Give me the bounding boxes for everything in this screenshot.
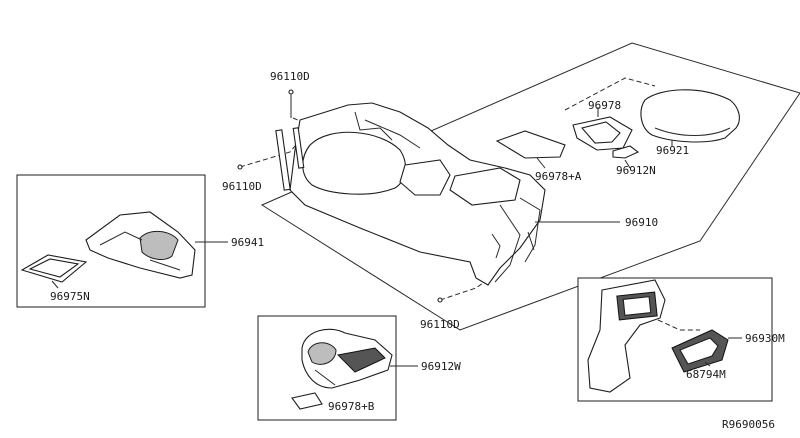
mat-a-leader [536, 157, 546, 169]
rear-vent-dash [657, 319, 700, 331]
ref-line-left [239, 139, 301, 168]
clip-left-marker [237, 164, 243, 170]
label-rear-panel: 96930M [745, 332, 785, 345]
clip-bottom-marker [437, 297, 443, 303]
clip-small-leader [624, 159, 631, 169]
label-lid-pad: 96978 [588, 99, 621, 112]
label-console-body: 96910 [625, 216, 658, 229]
label-mat-a: 96978+A [535, 170, 582, 183]
label-tray-mat: 96975N [50, 290, 90, 303]
label-clip-bottom: 96110D [420, 318, 460, 331]
armrest-lid [640, 89, 740, 143]
label-front-finisher: 96941 [231, 236, 264, 249]
label-clip-left: 96110D [222, 180, 262, 193]
tray-mat [20, 254, 88, 283]
cup-mat [291, 392, 323, 410]
label-rear-vent: 68794M [686, 368, 726, 381]
ref-line-armrest [564, 77, 656, 111]
label-clip-top: 96110D [270, 70, 310, 83]
mat-a [495, 130, 566, 159]
tray-mat-leader [51, 280, 59, 289]
label-cup-holder: 96912W [421, 360, 461, 373]
label-clip-small: 96912N [616, 164, 656, 177]
console-body [275, 102, 546, 286]
reference-code: R9690056 [722, 418, 775, 431]
clip-top-marker [288, 89, 294, 95]
rear-panel [587, 279, 666, 393]
rear-vent-leader [704, 361, 711, 367]
front-finisher [85, 211, 196, 279]
label-cup-mat: 96978+B [328, 400, 375, 413]
rear-vent [671, 329, 729, 373]
clip-small [612, 145, 640, 159]
assembly-boundary [260, 42, 800, 331]
label-armrest-lid: 96921 [656, 144, 689, 157]
lid-pad [572, 116, 633, 151]
cup-holder [301, 328, 393, 389]
